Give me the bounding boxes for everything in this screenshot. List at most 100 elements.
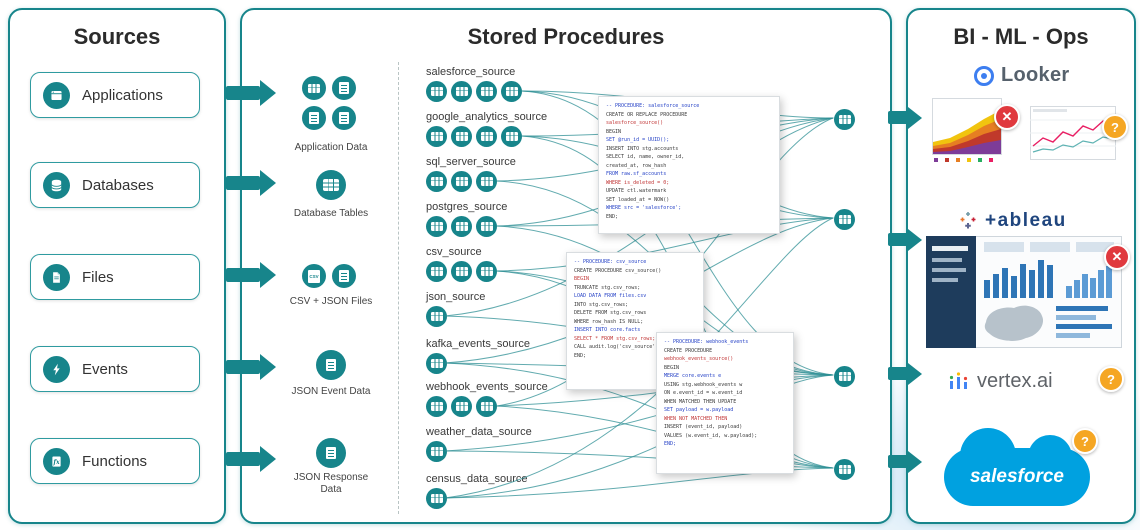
input-group-label: Application Data <box>294 142 368 153</box>
salesforce-logo-text: salesforce <box>969 466 1064 487</box>
table-icon <box>426 81 447 102</box>
flow-arrow-icon <box>226 360 260 374</box>
input-group-label: CSV + JSON Files <box>289 296 373 307</box>
json-file-icon <box>332 264 356 288</box>
table-icon <box>451 396 472 417</box>
error-badge: ✕ <box>1104 244 1130 270</box>
table-icon <box>426 261 447 282</box>
input-group-label: Database Tables <box>293 208 369 219</box>
doc-file-icon <box>332 106 356 130</box>
table-icon <box>426 396 447 417</box>
procedure-row: sql_server_source <box>426 156 516 192</box>
source-item-applications: Applications <box>30 72 200 118</box>
table-icon <box>426 171 447 192</box>
vertex-ai-logo: vertex.ai <box>948 370 1053 393</box>
table-icon <box>426 306 447 327</box>
looker-logo: Looker <box>974 64 1069 87</box>
table-icon <box>316 170 346 200</box>
source-item-events: Events <box>30 346 200 392</box>
doc-file-icon <box>332 76 356 100</box>
file-icon <box>43 263 70 291</box>
flow-arrow-icon <box>888 455 908 468</box>
table-icon <box>476 126 497 147</box>
procedure-row: webhook_events_source <box>426 381 548 417</box>
table-icon <box>426 353 447 374</box>
table-icon <box>501 126 522 147</box>
source-item-label: Applications <box>82 86 163 104</box>
csv-file-icon: CSV <box>302 264 326 288</box>
source-item-label: Events <box>82 360 128 378</box>
flow-arrow-icon <box>226 268 260 282</box>
table-icon <box>834 109 855 130</box>
applications-icon <box>43 81 70 109</box>
question-badge: ? <box>1098 366 1124 392</box>
tableau-logo-text: +ableau <box>985 210 1067 231</box>
output-table-node <box>834 209 855 230</box>
table-icon <box>302 76 326 100</box>
csv-json-icon-group: CSV <box>302 264 356 288</box>
flow-arrow-icon <box>888 367 908 380</box>
table-icon <box>476 81 497 102</box>
procedure-name: census_data_source <box>426 473 528 485</box>
procedure-name: salesforce_source <box>426 66 516 78</box>
tableau-logo: +ableau <box>958 210 1067 232</box>
json-response-icon-group <box>316 438 346 468</box>
procedure-name: postgres_source <box>426 201 508 213</box>
source-item-files: Files <box>30 254 200 300</box>
procedure-row: postgres_source <box>426 201 507 237</box>
question-badge: ? <box>1072 428 1098 454</box>
output-table-node <box>834 366 855 387</box>
source-item-functions: fx Functions <box>30 438 200 484</box>
database-icon <box>43 171 70 199</box>
table-icon <box>476 171 497 192</box>
json-file-icon <box>316 350 346 380</box>
sources-panel: Sources Applications Databases Files Eve… <box>8 8 226 524</box>
table-icon <box>451 126 472 147</box>
procedure-name: webhook_events_source <box>426 381 548 393</box>
procedure-name: kafka_events_source <box>426 338 530 350</box>
table-icon <box>476 396 497 417</box>
source-item-label: Files <box>82 268 114 286</box>
table-icon <box>451 171 472 192</box>
error-badge: ✕ <box>994 104 1020 130</box>
output-table-node <box>834 459 855 480</box>
table-icon <box>834 459 855 480</box>
procedure-row: weather_data_source <box>426 426 532 462</box>
doc-file-icon <box>302 106 326 130</box>
table-icon <box>834 209 855 230</box>
table-icon <box>451 216 472 237</box>
looker-area-chart-thumbnail <box>932 98 1002 162</box>
table-icon <box>501 81 522 102</box>
vertex-ai-logo-text: vertex.ai <box>977 370 1053 392</box>
looker-line-chart-thumbnail <box>1030 106 1116 160</box>
procedure-row: json_source <box>426 291 485 327</box>
procedure-name: weather_data_source <box>426 426 532 438</box>
procedure-row: google_analytics_source <box>426 111 547 147</box>
flow-arrow-icon <box>226 176 260 190</box>
stored-procedures-title: Stored Procedures <box>467 24 665 49</box>
procedure-row: census_data_source <box>426 473 528 509</box>
procedure-row: salesforce_source <box>426 66 522 102</box>
flow-arrow-icon <box>226 86 260 100</box>
procedure-name: csv_source <box>426 246 482 258</box>
source-item-label: Databases <box>82 176 154 194</box>
dashed-divider <box>398 62 399 514</box>
table-icon <box>426 216 447 237</box>
json-event-icon-group <box>316 350 346 380</box>
table-icon <box>426 441 447 462</box>
json-file-icon <box>316 438 346 468</box>
tableau-logo-icon <box>960 212 976 229</box>
source-item-label: Functions <box>82 452 148 470</box>
table-icon <box>426 488 447 509</box>
vertex-ai-logo-icon <box>949 371 968 389</box>
procedure-name: google_analytics_source <box>426 111 548 123</box>
salesforce-logo: salesforce <box>944 428 1090 506</box>
looker-logo-icon <box>974 65 994 86</box>
table-icon <box>476 261 497 282</box>
source-item-databases: Databases <box>30 162 200 208</box>
application-data-icons <box>302 106 356 130</box>
bi-ml-ops-title: BI - ML - Ops <box>953 24 1089 49</box>
